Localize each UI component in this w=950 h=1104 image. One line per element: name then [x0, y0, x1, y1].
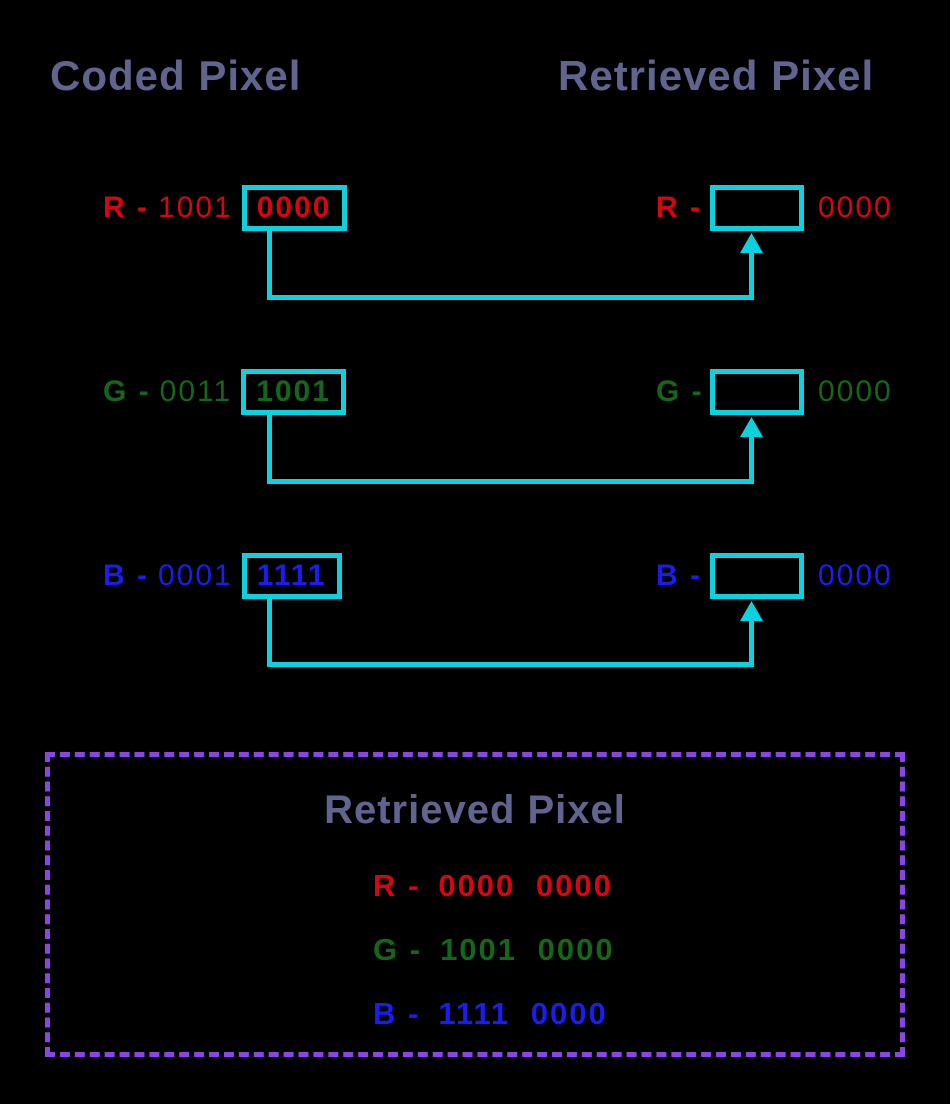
retrieved-green-suffix: 0000: [818, 375, 893, 408]
coded-green-prefix: 0011: [159, 375, 233, 408]
green-connector-line: [267, 413, 754, 484]
retrieved-blue-label: B -: [656, 559, 702, 592]
channel-row-blue: B - 0001 1111 B - 0000: [0, 551, 950, 601]
blue-arrow-up-icon: [740, 601, 763, 621]
coded-blue-lsb-value: 1111: [256, 559, 327, 592]
retrieved-green-group: G - 0000: [656, 367, 893, 417]
panel-red-value: 0000 0000: [438, 868, 613, 903]
coded-green-lsb-box: 1001: [241, 369, 346, 415]
retrieved-red-msb-box: [710, 185, 804, 231]
blue-connector-line: [267, 597, 754, 667]
coded-blue-group: B - 0001 1111: [103, 551, 342, 601]
coded-blue-prefix: 0001: [158, 559, 233, 592]
panel-blue-value: 1111 0000: [438, 996, 608, 1031]
panel-line-green: G - 1001 0000: [373, 932, 615, 967]
panel-title: Retrieved Pixel: [324, 788, 626, 832]
coded-blue-lsb-box: 1111: [241, 553, 342, 599]
retrieved-red-group: R - 0000: [656, 183, 893, 233]
retrieved-green-label: G -: [656, 375, 704, 408]
retrieved-pixel-panel: Retrieved Pixel R - 0000 0000 G - 1001 0…: [45, 752, 905, 1057]
panel-line-red: R - 0000 0000: [373, 868, 615, 903]
coded-green-group: G - 0011 1001: [103, 367, 346, 417]
panel-red-label: R -: [373, 868, 421, 903]
coded-red-lsb-box: 0000: [241, 185, 347, 231]
green-arrow-up-icon: [740, 417, 763, 437]
coded-red-lsb-value: 0000: [256, 191, 332, 224]
retrieved-blue-suffix: 0000: [818, 559, 893, 592]
retrieved-blue-msb-box: [710, 553, 804, 599]
coded-red-label: R -: [103, 191, 149, 224]
red-arrow-up-icon: [740, 233, 763, 253]
panel-green-label: G -: [373, 932, 423, 967]
retrieved-blue-group: B - 0000: [656, 551, 893, 601]
coded-red-prefix: 1001: [158, 191, 233, 224]
coded-green-lsb-value: 1001: [256, 375, 331, 408]
retrieved-red-suffix: 0000: [818, 191, 893, 224]
coded-pixel-heading: Coded Pixel: [50, 52, 302, 99]
panel-green-value: 1001 0000: [440, 932, 615, 967]
coded-green-label: G -: [103, 375, 151, 408]
panel-line-blue: B - 1111 0000: [373, 996, 615, 1031]
retrieved-pixel-heading: Retrieved Pixel: [558, 52, 875, 99]
panel-blue-label: B -: [373, 996, 421, 1031]
red-connector-line: [267, 229, 754, 300]
coded-red-group: R - 1001 0000: [103, 183, 347, 233]
channel-row-red: R - 1001 0000 R - 0000: [0, 183, 950, 233]
panel-lines: R - 0000 0000 G - 1001 0000 B - 1111 000…: [373, 868, 615, 1031]
retrieved-green-msb-box: [710, 369, 804, 415]
coded-blue-label: B -: [103, 559, 149, 592]
retrieved-red-label: R -: [656, 191, 702, 224]
channel-row-green: G - 0011 1001 G - 0000: [0, 367, 950, 417]
